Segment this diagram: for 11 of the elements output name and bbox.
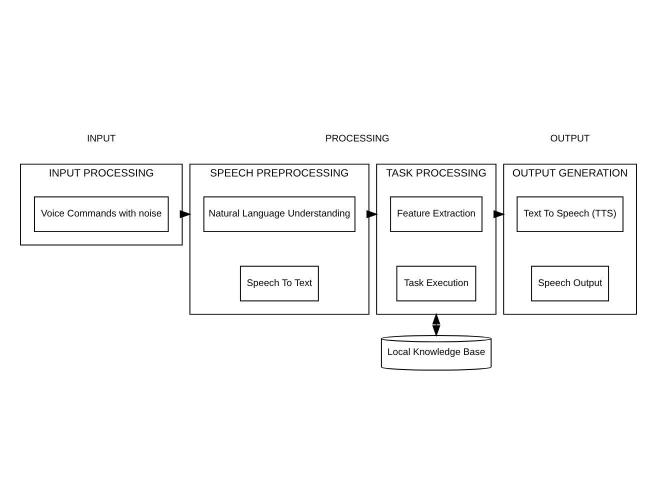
node-box: Feature Extraction — [390, 196, 482, 232]
label: OUTPUT — [550, 134, 590, 145]
label: INPUT — [86, 134, 116, 145]
node-box: Natural Language Understanding — [203, 196, 356, 232]
node-box: Task Execution — [396, 266, 476, 302]
label: PROCESSING — [325, 134, 390, 145]
node-box: Speech To Text — [240, 266, 319, 302]
node-box: Speech Output — [531, 266, 610, 302]
arrow — [432, 312, 440, 337]
node-box: Text To Speech (TTS) — [516, 196, 624, 232]
node-box: Voice Commands with noise — [34, 196, 169, 232]
